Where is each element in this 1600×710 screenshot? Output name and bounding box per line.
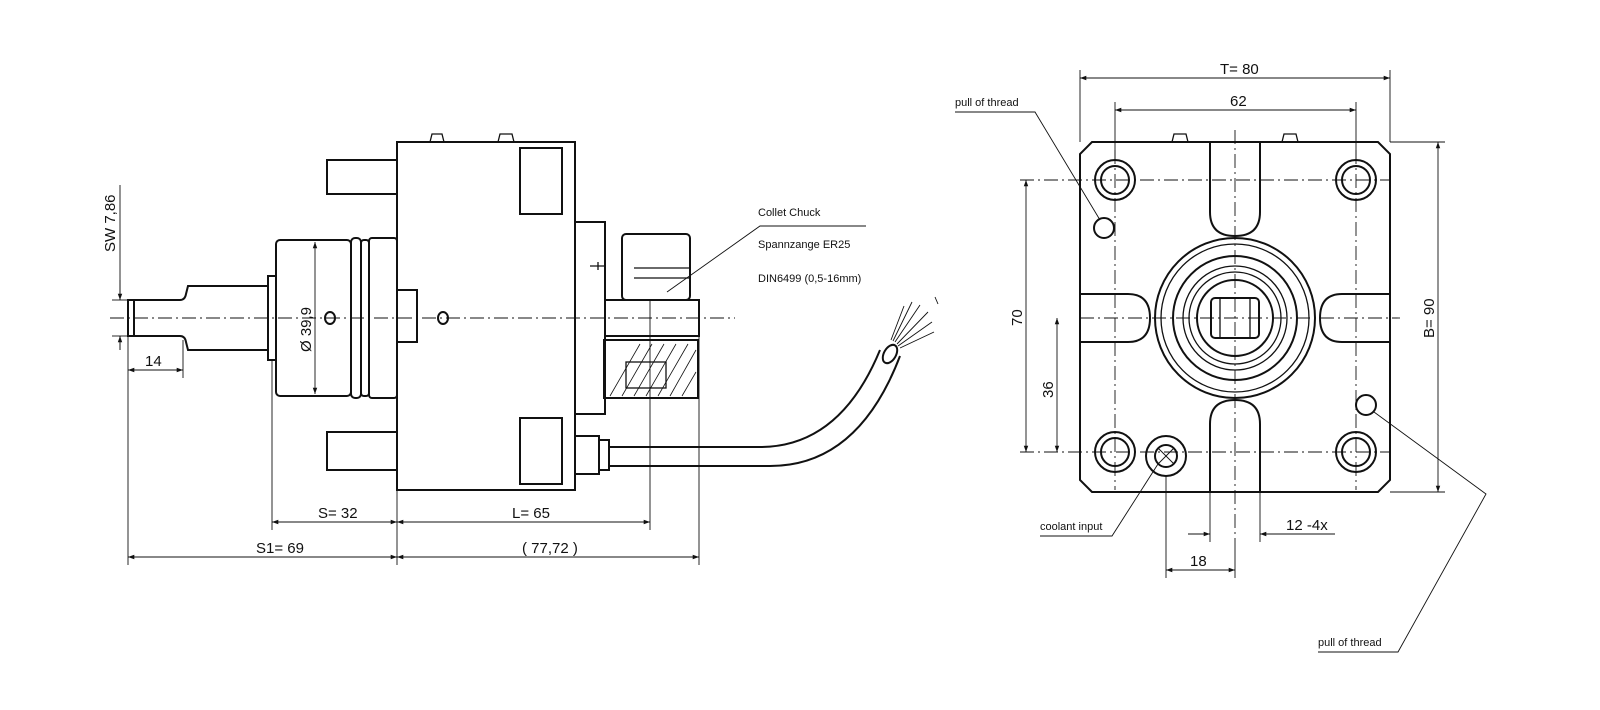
pull-of-thread-bottom-label: pull of thread bbox=[1318, 637, 1382, 649]
section-hatch bbox=[603, 339, 699, 399]
total-length-label: ( 77,72 ) bbox=[522, 540, 578, 557]
sw-dimension-label: SW 7,86 bbox=[102, 194, 119, 252]
pull-of-thread-top-label: pull of thread bbox=[955, 97, 1019, 109]
collet-spec-label: Spannzange ER25 bbox=[758, 239, 850, 251]
l-dimension-label: L= 65 bbox=[512, 505, 550, 522]
diameter-label: Ø 39,9 bbox=[298, 307, 315, 352]
s1-dimension-label: S1= 69 bbox=[256, 540, 304, 557]
coolant-input-label: coolant input bbox=[1040, 521, 1102, 533]
dimension-18-label: 18 bbox=[1190, 553, 1207, 570]
dimension-62-label: 62 bbox=[1230, 93, 1247, 110]
dimension-36-label: 36 bbox=[1040, 381, 1057, 398]
side-view: SW 7,86 14 Ø 39,9 S= 32 L= 65 S1= 69 ( 7… bbox=[102, 133, 939, 565]
collet-din-label: DIN6499 (0,5-16mm) bbox=[758, 273, 861, 285]
dimension-14-label: 14 bbox=[145, 353, 162, 370]
b-dimension-label: B= 90 bbox=[1421, 298, 1438, 338]
collet-chuck-label: Collet Chuck bbox=[758, 207, 821, 219]
t-dimension-label: T= 80 bbox=[1220, 61, 1259, 78]
front-view: T= 80 62 B= 90 70 36 12 -4x 18 pull of t… bbox=[955, 61, 1487, 653]
dimension-12-label: 12 -4x bbox=[1286, 517, 1328, 534]
hose-wires bbox=[890, 296, 939, 349]
s-dimension-label: S= 32 bbox=[318, 505, 358, 522]
dimension-70-label: 70 bbox=[1009, 309, 1026, 326]
